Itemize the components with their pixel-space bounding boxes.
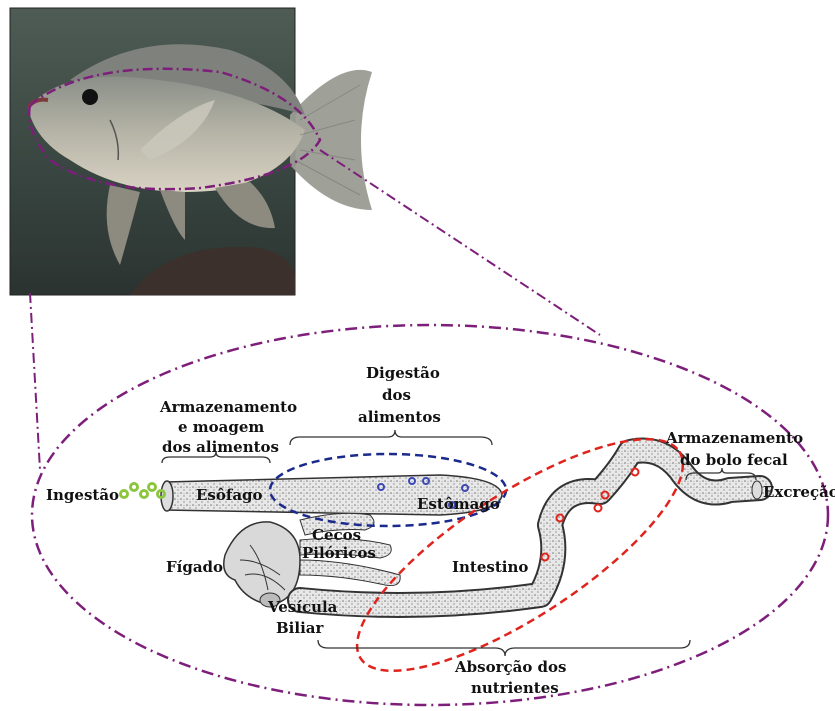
label-cecos-1: Cecos bbox=[312, 526, 361, 544]
label-vesicula-2: Biliar bbox=[276, 619, 324, 637]
food-pellets-icon bbox=[121, 484, 165, 498]
label-digestao-1: Digestão bbox=[366, 364, 440, 382]
label-armazenamento-1: Armazenamento bbox=[159, 398, 297, 416]
label-esofago: Esôfago bbox=[196, 486, 263, 504]
label-cecos-2: Pilóricos bbox=[302, 544, 376, 562]
label-armazenamento-3: dos alimentos bbox=[162, 438, 279, 456]
tilapia-fish-photo bbox=[10, 8, 372, 295]
label-ingestao: Ingestão bbox=[46, 486, 119, 504]
label-vesicula-1: Vesícula bbox=[267, 598, 338, 616]
label-intestino: Intestino bbox=[452, 558, 528, 576]
label-digestao-2: dos bbox=[382, 386, 411, 404]
digestive-tract-drawing bbox=[161, 450, 762, 607]
label-absorcao-2: nutrientes bbox=[471, 679, 559, 697]
label-bolo-2: do bolo fecal bbox=[680, 451, 788, 469]
label-armazenamento-2: e moagem bbox=[178, 418, 264, 436]
label-estomago: Estômago bbox=[417, 495, 500, 513]
label-absorcao-1: Absorção dos bbox=[454, 658, 567, 676]
label-digestao-3: alimentos bbox=[358, 408, 441, 426]
label-figado: Fígado bbox=[166, 558, 223, 576]
label-bolo-1: Armazenamento bbox=[665, 429, 803, 447]
label-excrecao: Excreção bbox=[763, 483, 835, 501]
